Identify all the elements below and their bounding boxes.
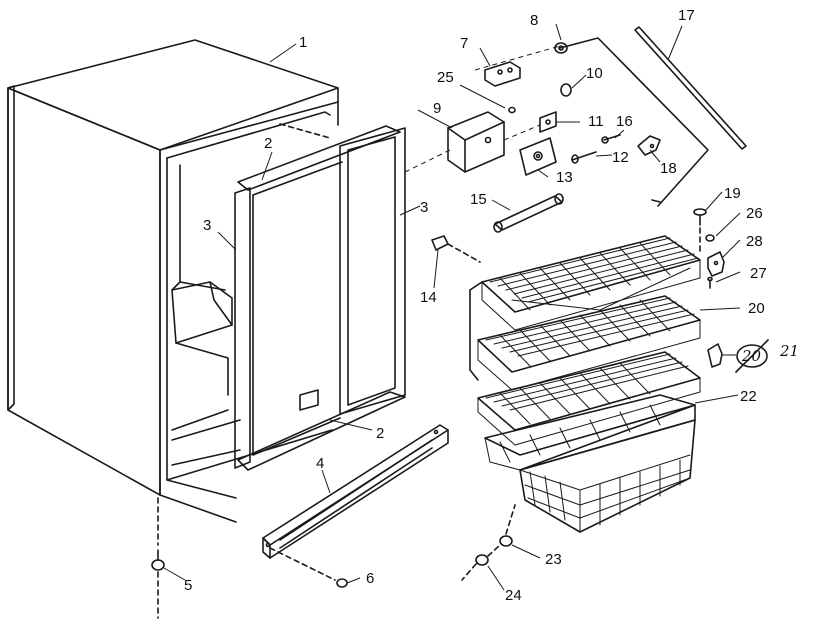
small-bracket [539, 111, 557, 133]
callout-22: 22 [740, 388, 757, 405]
shelf-clip-14 [431, 235, 481, 263]
callout-9: 9 [433, 100, 441, 117]
evaporator-side-frame [469, 281, 483, 381]
hinge-pin-20 [707, 343, 723, 368]
callout-6: 6 [366, 570, 374, 587]
screw-25 [508, 106, 516, 114]
callout-8: 8 [530, 12, 538, 29]
drain-tube [634, 26, 747, 150]
callout-13: 13 [556, 169, 573, 186]
leveling-leg-5 [151, 497, 165, 619]
leader-lines [163, 23, 741, 591]
callout-21-handwritten: 21 [779, 342, 799, 360]
tube-clip [637, 135, 661, 156]
screw-19 [693, 208, 707, 256]
freezer-basket [484, 394, 696, 533]
thermostat-control [519, 137, 557, 176]
callout-11: 11 [588, 113, 604, 130]
callout-4: 4 [316, 455, 324, 472]
screw-6 [269, 547, 348, 588]
callout-14: 14 [420, 289, 437, 306]
callout-5: 5 [184, 577, 192, 594]
defrost-heater [493, 193, 564, 233]
spacer-washer [560, 83, 572, 97]
callout-16: 16 [616, 113, 633, 130]
evaporator-shelf-middle [477, 295, 701, 391]
evaporator-shelf-lower [477, 351, 701, 446]
callout-2-top: 2 [264, 135, 272, 152]
callout-2-bottom: 2 [376, 425, 384, 442]
callout-7: 7 [460, 35, 468, 52]
callout-18: 18 [660, 160, 677, 177]
callout-20-handwritten: 20 [741, 347, 762, 365]
thermostat-bracket [447, 111, 505, 173]
callout-3-left: 3 [203, 217, 211, 234]
callout-1: 1 [299, 34, 307, 51]
callout-labels: 1 2 2 3 3 4 5 6 7 8 9 10 11 12 13 14 15 … [184, 7, 799, 604]
callout-15: 15 [470, 191, 487, 208]
callout-3-right: 3 [420, 199, 428, 216]
callout-19: 19 [724, 185, 741, 202]
callout-20: 20 [748, 300, 765, 317]
door-gasket-frame [234, 125, 406, 471]
hinge-plate [484, 61, 521, 87]
evaporator-shelf-upper [481, 235, 701, 331]
callout-12: 12 [612, 149, 629, 166]
screw-27 [707, 276, 713, 289]
callout-28: 28 [746, 233, 763, 250]
leg-24 [461, 544, 501, 581]
callout-26: 26 [746, 205, 763, 222]
callout-24: 24 [505, 587, 522, 604]
washer-26 [705, 234, 715, 242]
screw-12 [571, 151, 597, 164]
crossed-out-part [735, 339, 769, 373]
callout-27: 27 [750, 265, 767, 282]
toe-grille [262, 424, 449, 559]
hinge-28 [707, 251, 725, 277]
wire-harness [559, 37, 709, 207]
cabinet-body [7, 39, 339, 523]
callout-17: 17 [678, 7, 695, 24]
callout-23: 23 [545, 551, 562, 568]
leg-23 [499, 504, 516, 547]
callout-10: 10 [586, 65, 603, 82]
callout-25: 25 [437, 69, 454, 86]
